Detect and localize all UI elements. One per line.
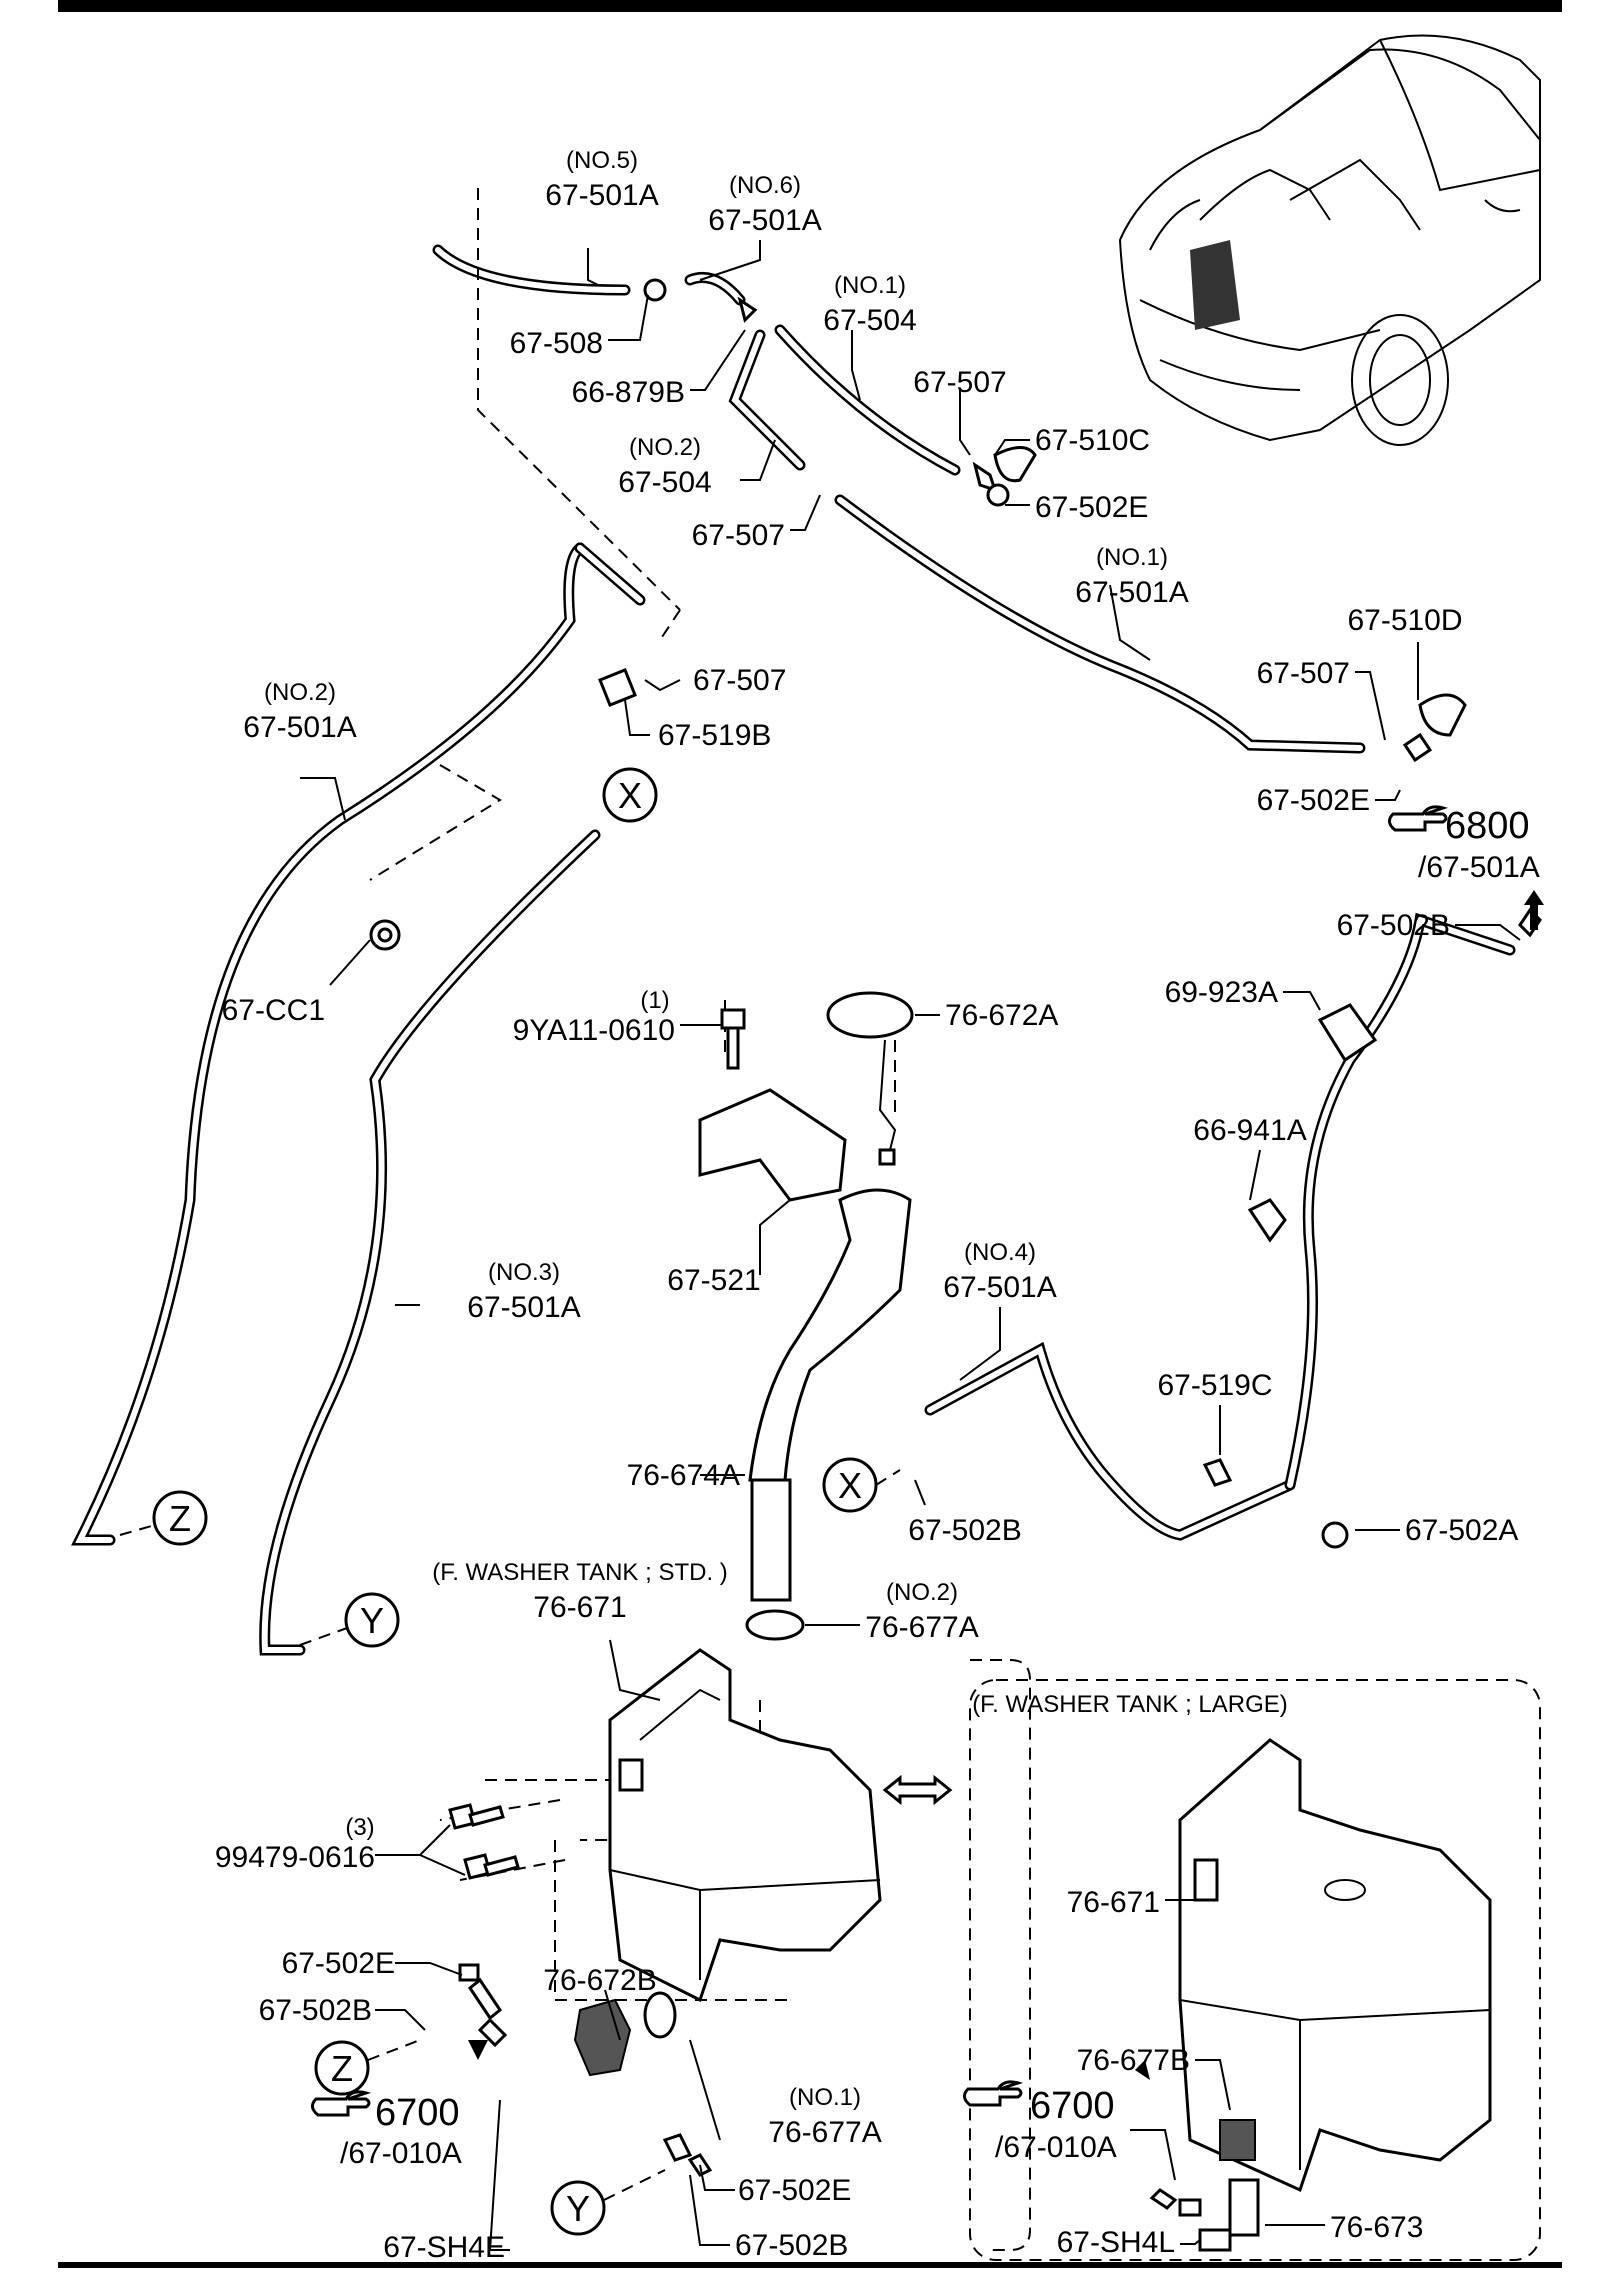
part-label: 67-502E (738, 2174, 851, 2207)
hose-number-note: (NO.1) (1096, 544, 1168, 571)
reference-number: 6700 (375, 2092, 460, 2134)
hose-number-note: (NO.1) (789, 2084, 861, 2111)
part-label: 67-501A (1075, 576, 1188, 609)
double-arrow-icon (882, 1774, 953, 1806)
leader-lines (300, 240, 1521, 2251)
arrow-to-6800 (1524, 890, 1544, 930)
circle-label: X (838, 1465, 862, 1506)
part-label: 67-501A (545, 179, 658, 212)
part-label: 67-CC1 (222, 994, 325, 1027)
circle-z-upper: Z (152, 1490, 208, 1546)
hose-number-note: (NO.2) (629, 434, 701, 461)
circle-y-lower: Y (550, 2180, 606, 2236)
circle-x-lower: X (822, 1457, 878, 1513)
part-label: 67-501A (708, 204, 821, 237)
reference-number: 6800 (1445, 805, 1530, 847)
reference-sub: /67-010A (995, 2131, 1117, 2164)
part-label: 76-672A (945, 999, 1058, 1032)
hose-number-note: (NO.6) (729, 172, 801, 199)
part-label: 99479-0616 (215, 1841, 375, 1874)
part-label: 66-879B (572, 376, 685, 409)
circle-label: Y (360, 1600, 384, 1641)
part-label: 67-508 (510, 327, 603, 360)
part-label: 76-674A (627, 1459, 740, 1492)
circle-label: Z (169, 1498, 191, 1539)
quantity-note: (3) (345, 1814, 374, 1841)
quantity-note: (1) (640, 987, 669, 1014)
part-label: 67-519C (1157, 1369, 1272, 1402)
large-tank-box (969, 1679, 1541, 2261)
hose-number-note: (NO.2) (886, 1579, 958, 1606)
circle-z-lower: Z (314, 2040, 370, 2096)
part-label: 76-671 (1067, 1886, 1160, 1919)
reference-sub: /67-010A (340, 2137, 462, 2170)
top-frame-bar (58, 0, 1562, 12)
part-label: 76-672B (543, 1964, 656, 1997)
circle-label: Z (331, 2048, 353, 2089)
part-labels: (NO.5) 67-501A (NO.6) 67-501A 67-508 (NO… (215, 147, 1540, 2264)
part-label: 67-SH4L (1057, 2226, 1175, 2259)
part-label: 76-671 (533, 1591, 626, 1624)
part-label: 67-SH4E (383, 2231, 505, 2264)
hose-routing (71, 244, 1516, 1656)
part-label: 67-510D (1347, 604, 1462, 637)
part-label: 67-502E (1257, 784, 1370, 817)
part-shapes (369, 278, 1542, 2252)
part-label: 76-673 (1330, 2211, 1423, 2244)
circle-label: X (618, 775, 642, 816)
part-label: 67-507 (692, 519, 785, 552)
hose-number-note: (NO.3) (488, 1259, 560, 1286)
part-label: 76-677B (1077, 2044, 1190, 2077)
part-label: 67-502E (1035, 491, 1148, 524)
bottom-frame-bar (58, 2262, 1562, 2268)
part-label: 76-677A (865, 1611, 978, 1644)
part-label: 67-519B (658, 719, 771, 752)
part-label: 67-502B (259, 1994, 372, 2027)
part-label: 67-507 (1257, 657, 1350, 690)
part-label: 66-941A (1193, 1114, 1306, 1147)
arrow-pump-large (1135, 2060, 1150, 2080)
tank-variant-note: (F. WASHER TANK ; LARGE) (972, 1691, 1288, 1718)
circle-y-upper: Y (344, 1592, 400, 1648)
pointing-hand-icon (1388, 805, 1449, 832)
hose-number-note: (NO.5) (566, 147, 638, 174)
tank-variant-note: (F. WASHER TANK ; STD. ) (432, 1559, 728, 1586)
pointing-hand-icon (963, 2080, 1024, 2107)
part-label: 67-501A (467, 1291, 580, 1324)
vehicle-illustration (1118, 34, 1541, 446)
circle-x-upper: X (602, 767, 658, 823)
hose-number-note: (NO.4) (964, 1239, 1036, 1266)
part-label: 67-502A (1405, 1514, 1518, 1547)
hose-number-note: (NO.2) (264, 679, 336, 706)
part-label: 67-507 (693, 664, 786, 697)
part-label: 67-502E (282, 1947, 395, 1980)
part-label: 67-502B (735, 2229, 848, 2262)
pointing-hand-icon (311, 2090, 372, 2117)
part-label: 69-923A (1165, 976, 1278, 1009)
part-label: 67-501A (243, 711, 356, 744)
circle-label: Y (566, 2188, 590, 2229)
part-label: 67-510C (1035, 424, 1150, 457)
part-label: 67-504 (618, 466, 711, 499)
part-label: 67-501A (943, 1271, 1056, 1304)
part-label: 67-502B (1337, 909, 1450, 942)
part-label: 9YA11-0610 (513, 1014, 675, 1047)
part-label: 67-504 (823, 304, 916, 337)
part-label: 67-521 (667, 1264, 760, 1297)
part-label: 67-502B (908, 1514, 1021, 1547)
hose-number-note: (NO.1) (834, 272, 906, 299)
reference-number: 6700 (1030, 2085, 1115, 2127)
part-label: 76-677A (768, 2116, 881, 2149)
arrow-pump-std (468, 2040, 488, 2060)
part-label: 67-507 (913, 366, 1006, 399)
reference-sub: /67-501A (1418, 851, 1540, 884)
